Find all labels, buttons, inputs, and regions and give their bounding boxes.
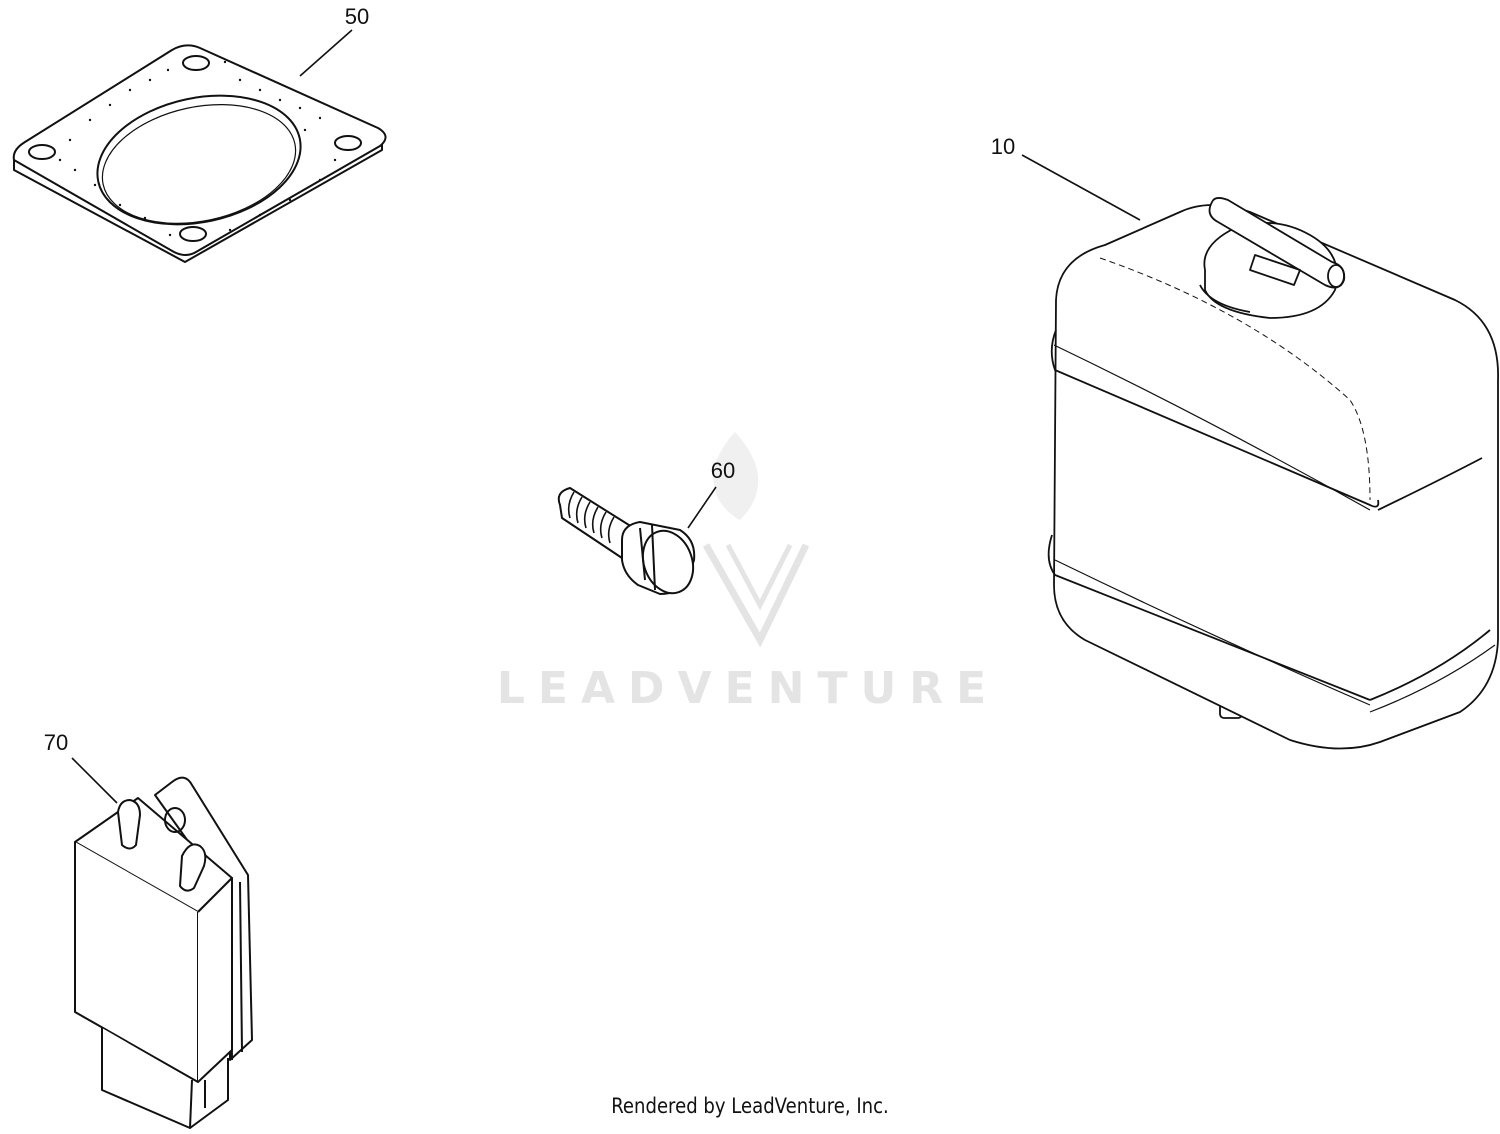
part-60-bolt[interactable] <box>557 487 702 600</box>
watermark-text: LEADVENTURE <box>497 663 999 714</box>
leader-line-50 <box>299 29 353 77</box>
callout-60: 60 <box>687 458 735 529</box>
watermark: LEADVENTURE <box>497 432 999 714</box>
part-50-gasket[interactable] <box>12 44 387 263</box>
leader-line-10 <box>1021 154 1141 221</box>
leader-line-60 <box>687 486 717 529</box>
callout-10: 10 <box>991 134 1141 221</box>
callout-label-50: 50 <box>345 4 369 29</box>
footer-credit: Rendered by LeadVenture, Inc. <box>611 1094 889 1118</box>
part-70-module[interactable] <box>74 776 253 1129</box>
callout-50: 50 <box>299 4 369 77</box>
watermark-logo-icon <box>702 432 810 648</box>
callout-label-10: 10 <box>991 134 1015 159</box>
callout-70: 70 <box>44 730 118 804</box>
callout-label-70: 70 <box>44 730 68 755</box>
leader-line-70 <box>71 757 118 804</box>
callout-label-60: 60 <box>711 458 735 483</box>
part-10-tank[interactable] <box>1047 197 1499 750</box>
